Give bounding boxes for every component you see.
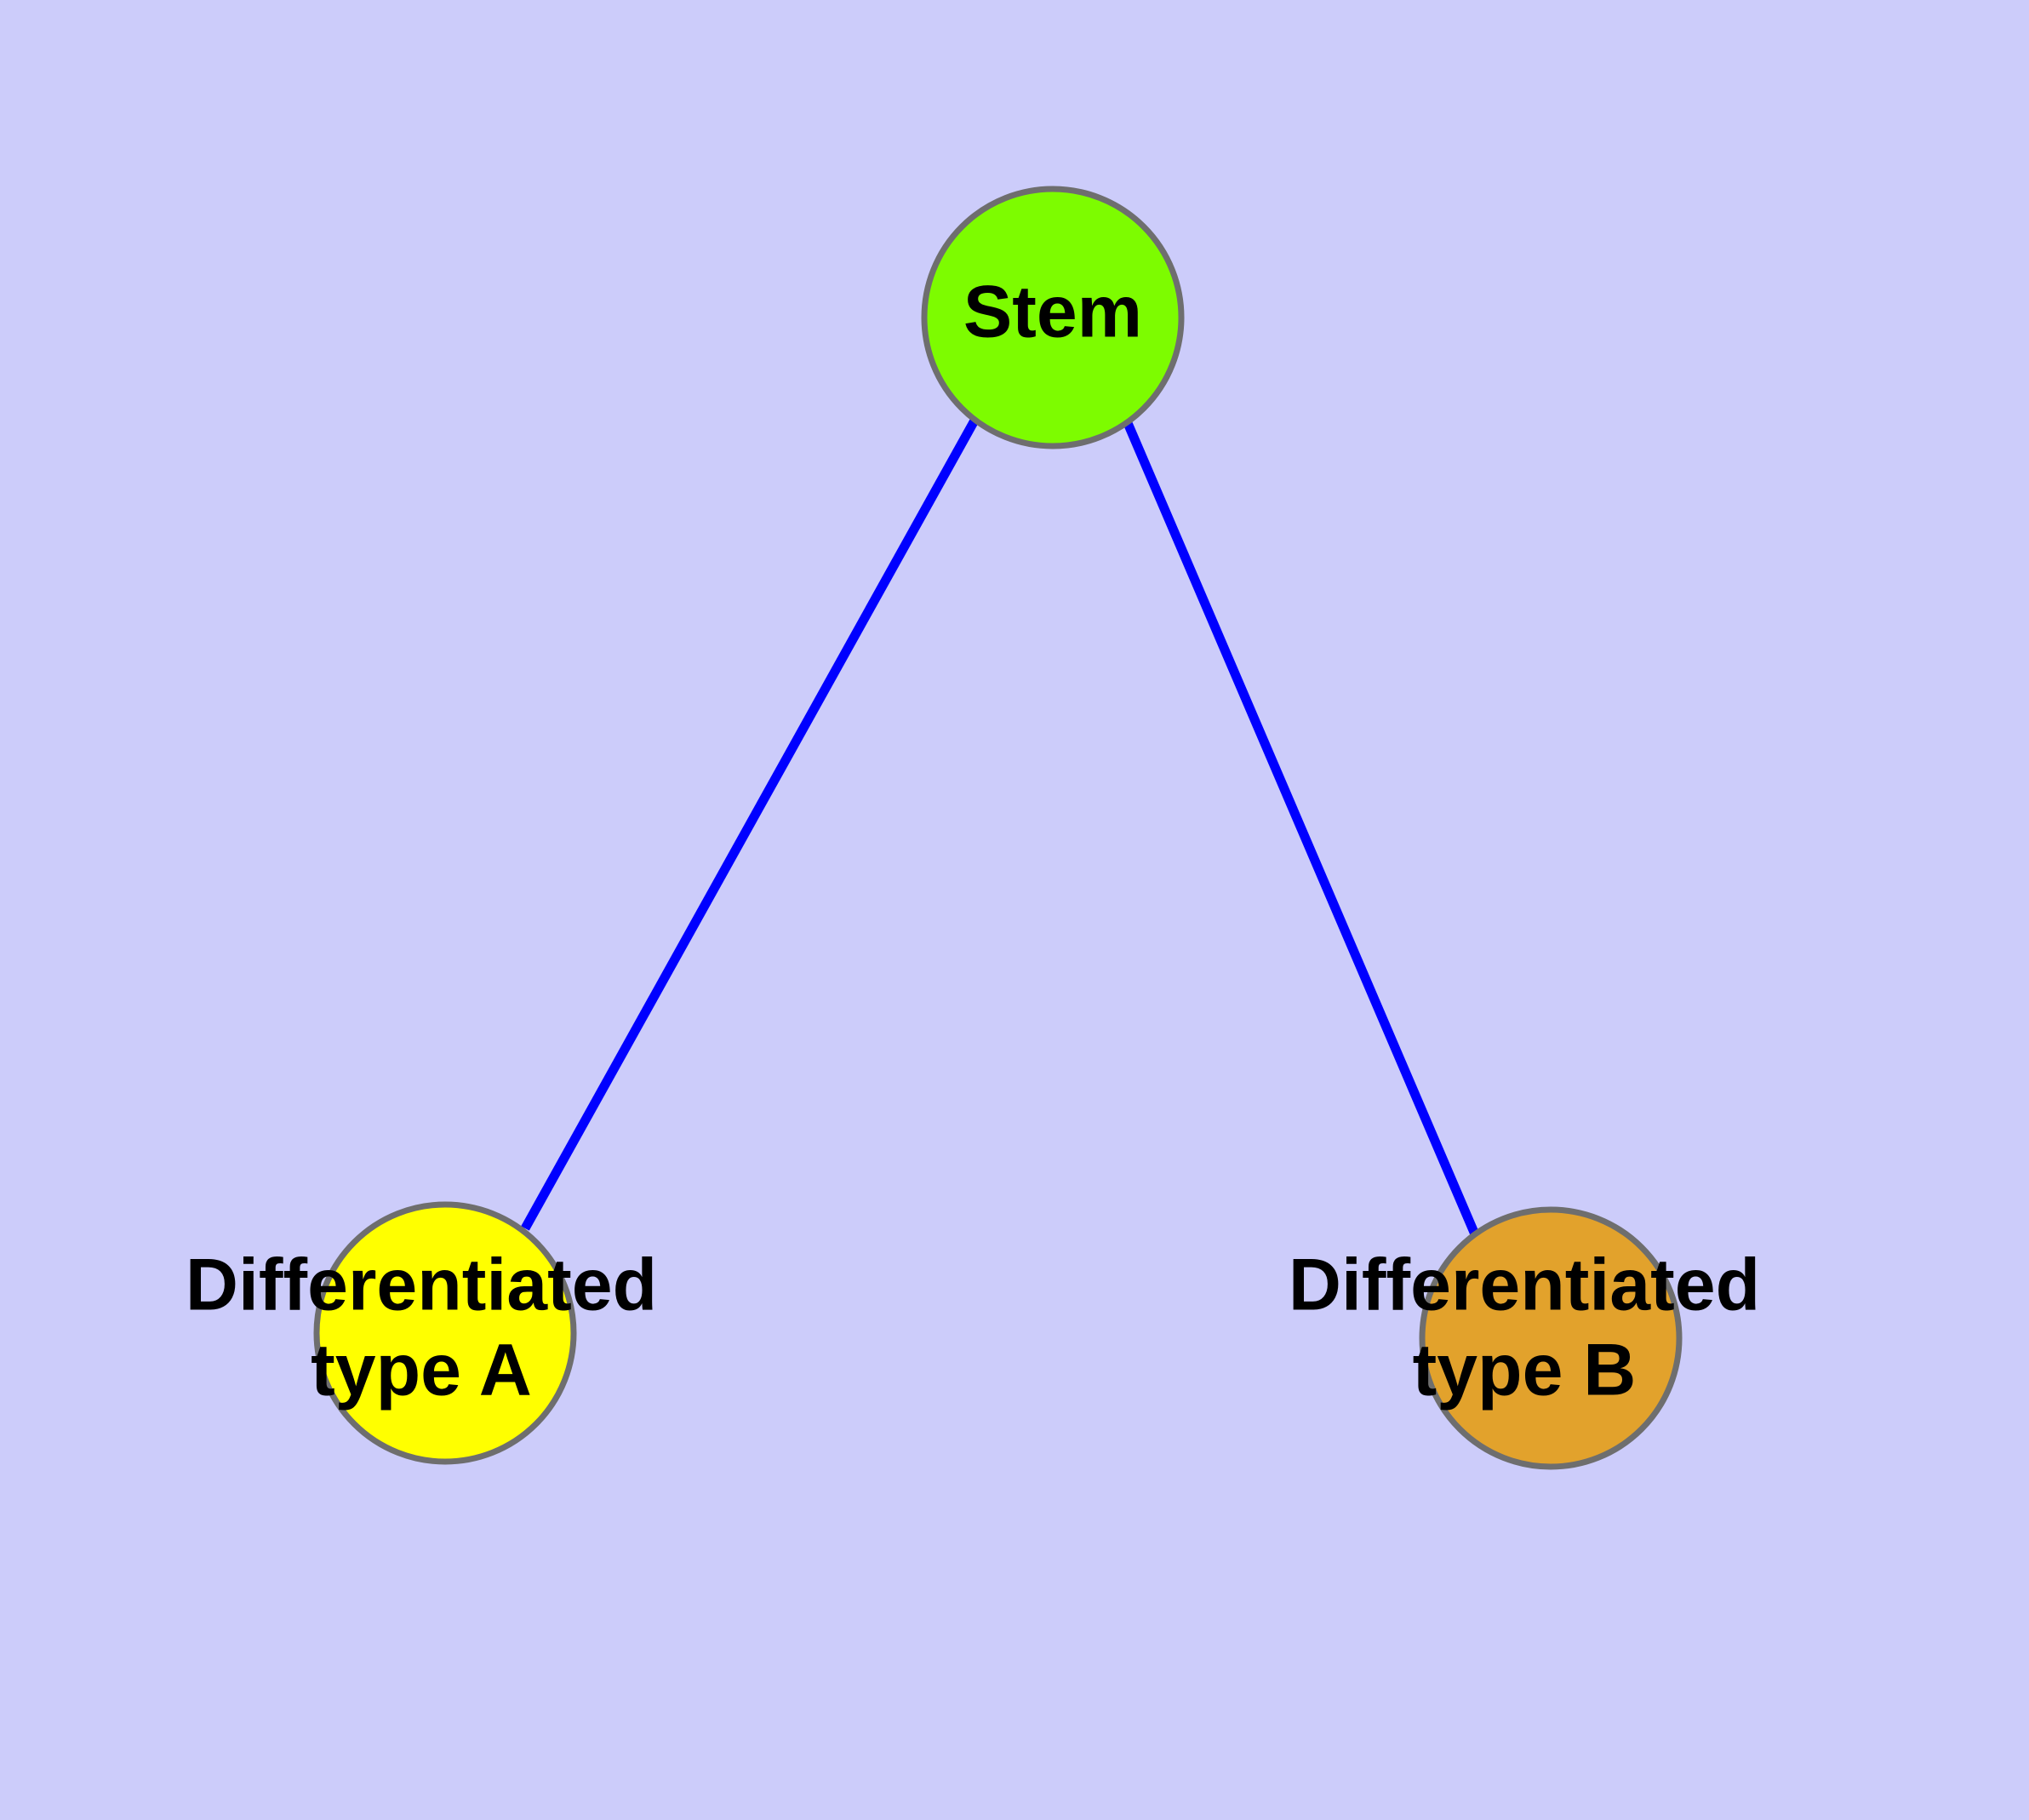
node-diff_a[interactable] xyxy=(313,1201,577,1465)
node-label-stem: Stem xyxy=(963,272,1142,353)
node-label-diff_a-line-2: type A xyxy=(311,1330,532,1411)
node-stem[interactable] xyxy=(921,186,1185,449)
node-label-diff_b-line-1: Differentiated xyxy=(1289,1245,1760,1326)
edge-stem-to-diff-a xyxy=(521,418,979,1231)
node-diff_b[interactable] xyxy=(1419,1206,1683,1470)
node-label-diff_a-line-1: Differentiated xyxy=(186,1245,657,1326)
node-label-diff_b-line-2: type B xyxy=(1413,1330,1637,1411)
edges-group xyxy=(521,418,1480,1237)
edge-stem-to-diff-b xyxy=(1123,421,1480,1237)
